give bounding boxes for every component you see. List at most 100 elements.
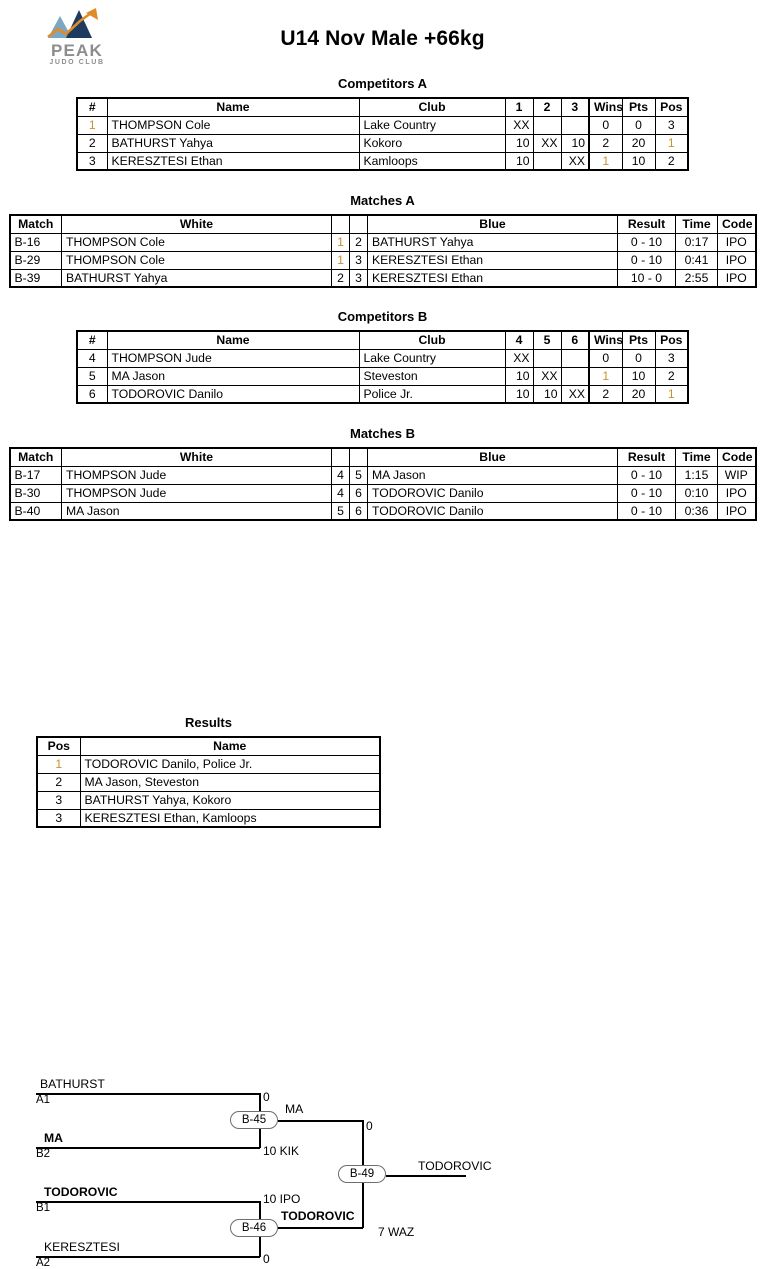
cell-time: 1:15 [675,465,718,485]
table-row: 6 TODOROVIC Danilo Police Jr. 10 10 XX 2… [76,384,689,404]
results-table: Pos Name 1 TODOROVIC Danilo, Police Jr. … [36,736,381,828]
competitors-b-caption: Competitors B [337,309,428,324]
cell-seed-blue: 3 [349,250,368,270]
table-row: B-30 THOMPSON Jude 4 6 TODOROVIC Danilo … [9,483,756,503]
cell-m6 [560,366,590,386]
cell-name: BATHURST Yahya [106,133,360,153]
cell-pos: 2 [654,366,689,386]
column-header-num: # [76,330,108,350]
bracket-line [278,1227,363,1229]
cell-seed-blue: 5 [349,465,368,485]
cell-name: THOMPSON Jude [106,348,360,368]
cell-m3: 10 [560,133,590,153]
cell-m1: XX [504,115,534,135]
bracket-seed-text: A2 [36,1257,51,1269]
bracket-competitor-name: BATHURST [40,1077,105,1091]
bracket-line [36,1093,260,1095]
cell-code: IPO [717,268,756,288]
cell-code: IPO [717,232,756,252]
cell-pts: 20 [621,133,656,153]
cell-pts: 0 [621,115,656,135]
cell-seed-blue: 3 [349,268,368,288]
column-header-result: Result [617,214,676,234]
cell-m2: XX [532,133,562,153]
cell-wins: 1 [588,366,623,386]
column-header-m6: 6 [560,330,590,350]
results-caption: Results [185,715,232,730]
column-header-pts: Pts [621,97,656,117]
column-header-m5: 5 [532,330,562,350]
cell-time: 2:55 [675,268,718,288]
cell-m6: XX [560,384,590,404]
cell-num: 2 [76,133,108,153]
column-header-blue: Blue [367,214,618,234]
column-header-seed-blue [349,214,368,234]
cell-result: 10 - 0 [617,268,676,288]
bracket-match-b45[interactable]: B-45 [230,1111,278,1129]
column-header-white: White [61,214,332,234]
cell-white: THOMPSON Cole [61,232,332,252]
bracket-match-b46[interactable]: B-46 [230,1219,278,1237]
cell-name: KERESZTESI Ethan [106,151,360,171]
column-header-code: Code [717,214,756,234]
cell-m5: 10 [532,384,562,404]
cell-match: B-16 [9,232,62,252]
bracket-line [278,1120,363,1122]
matches-a-table: Match White Blue Result Time Code B-16 T… [8,214,757,288]
column-header-time: Time [675,447,718,467]
bracket-winner-name: MA [285,1102,304,1116]
column-header-m3: 3 [560,97,590,117]
cell-seed-white: 4 [331,483,350,503]
cell-name: MA Jason, Steveston [79,772,381,792]
bracket-score: 7 WAZ [378,1225,415,1239]
cell-club: Kamloops [358,151,506,171]
table-header-row: Match White Blue Result Time Code [9,447,756,467]
bracket-champion-name: TODOROVIC [418,1159,492,1173]
bracket-seed-label: B1 [36,1202,50,1214]
cell-name: KERESZTESI Ethan, Kamloops [79,808,381,828]
cell-pos: 1 [36,754,81,774]
table-header-row: # Name Club 1 2 3 Wins Pts Pos [76,97,689,117]
cell-code: IPO [717,501,756,521]
table-header-row: # Name Club 4 5 6 Wins Pts Pos [76,330,689,350]
cell-num: 5 [76,366,108,386]
matches-a-caption: Matches A [350,193,415,208]
cell-match: B-39 [9,268,62,288]
cell-pos: 3 [654,348,689,368]
cell-pos: 2 [36,772,81,792]
table-row: 1 TODOROVIC Danilo, Police Jr. [36,754,381,774]
bracket-score: 10 KIK [263,1144,300,1158]
cell-match: B-30 [9,483,62,503]
cell-match: B-29 [9,250,62,270]
cell-seed-blue: 6 [349,483,368,503]
cell-seed-white: 5 [331,501,350,521]
cell-seed-blue: 2 [349,232,368,252]
bracket-match-b49[interactable]: B-49 [338,1165,386,1183]
cell-m3 [560,115,590,135]
cell-name: THOMPSON Cole [106,115,360,135]
cell-m2 [532,151,562,171]
bracket-score: 0 [366,1119,373,1133]
cell-m3: XX [560,151,590,171]
column-header-pts: Pts [621,330,656,350]
table-row: 5 MA Jason Steveston 10 XX 1 10 2 [76,366,689,386]
table-row: 1 THOMPSON Cole Lake Country XX 0 0 3 [76,115,689,135]
page-title: U14 Nov Male +66kg [280,27,485,50]
column-header-match: Match [9,214,62,234]
cell-pos: 3 [654,115,689,135]
cell-code: WIP [717,465,756,485]
cell-match: B-40 [9,501,62,521]
column-header-seed-blue [349,447,368,467]
logo-wordmark: PEAK [51,41,103,60]
bracket-line [36,1256,260,1258]
column-header-white: White [61,447,332,467]
column-header-match: Match [9,447,62,467]
cell-white: MA Jason [61,501,332,521]
cell-club: Steveston [358,366,506,386]
cell-time: 0:17 [675,232,718,252]
table-row: B-40 MA Jason 5 6 TODOROVIC Danilo 0 - 1… [9,501,756,521]
bracket-winner-name: TODOROVIC [281,1209,355,1223]
column-header-name: Name [106,330,360,350]
bracket-seed-text: B1 [36,1202,51,1214]
cell-white: THOMPSON Cole [61,250,332,270]
